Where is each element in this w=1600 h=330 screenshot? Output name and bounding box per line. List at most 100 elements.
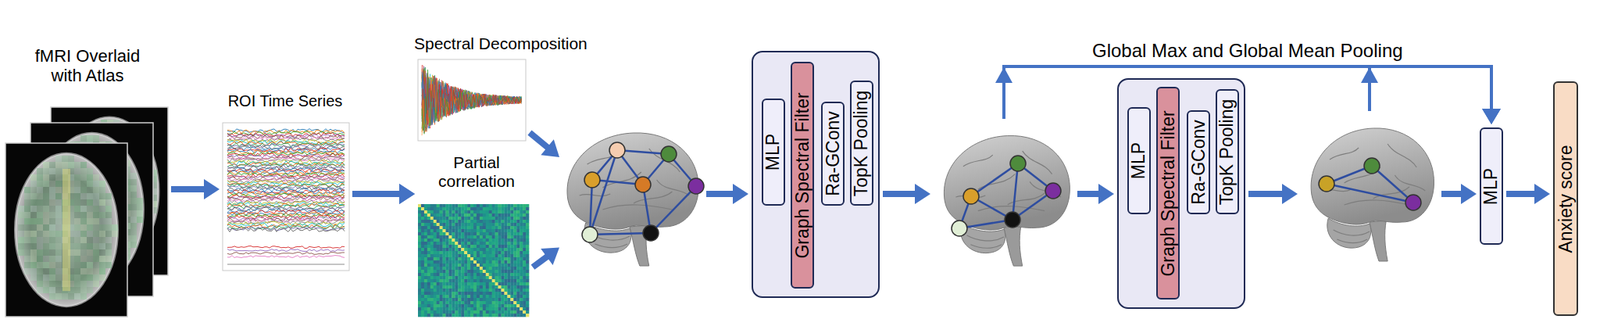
matrix-cell <box>513 219 517 223</box>
matrix-cell <box>516 232 520 236</box>
matrix-cell <box>510 253 514 258</box>
matrix-cell <box>442 222 447 226</box>
matrix-cell <box>485 232 490 236</box>
atlas-region <box>49 186 56 193</box>
matrix-cell <box>501 269 505 273</box>
atlas-region <box>92 135 100 142</box>
atlas-region <box>42 261 50 268</box>
matrix-cell <box>501 210 505 214</box>
atlas-region <box>130 203 137 211</box>
atlas-region <box>67 155 75 162</box>
matrix-cell <box>522 263 526 267</box>
matrix-cell <box>448 247 452 251</box>
atlas-region <box>17 236 25 243</box>
atlas-region <box>42 249 50 256</box>
matrix-cell <box>503 253 508 258</box>
matrix-cell <box>417 241 422 245</box>
matrix-cell <box>442 266 447 270</box>
atlas-region <box>36 274 43 281</box>
matrix-cell <box>516 210 520 214</box>
atlas-region <box>80 236 87 243</box>
matrix-cell <box>460 250 465 254</box>
matrix-cell <box>442 225 447 229</box>
atlas-region <box>17 230 25 237</box>
matrix-cell <box>476 263 480 267</box>
atlas-region <box>111 230 118 237</box>
matrix-cell <box>424 210 428 214</box>
atlas-region <box>24 199 31 206</box>
matrix-cell <box>522 225 526 229</box>
atlas-region <box>80 199 87 206</box>
matrix-cell <box>421 282 425 286</box>
matrix-cell <box>476 266 480 270</box>
matrix-cell <box>446 207 450 211</box>
atlas-overlay <box>17 155 118 300</box>
atlas-region <box>36 230 43 237</box>
matrix-cell <box>417 232 422 236</box>
matrix-cell <box>454 219 458 223</box>
matrix-cell <box>510 282 514 286</box>
atlas-region <box>86 255 93 262</box>
matrix-cell <box>476 238 480 242</box>
atlas-region <box>42 267 50 275</box>
matrix-cell <box>513 235 517 239</box>
matrix-cell <box>479 222 483 226</box>
matrix-cell <box>439 288 443 292</box>
matrix-cell <box>433 288 437 292</box>
matrix-cell <box>421 291 425 295</box>
matrix-cell <box>460 278 465 283</box>
plot-frame <box>222 122 350 271</box>
matrix-cell <box>451 257 455 261</box>
matrix-cell <box>464 285 468 289</box>
matrix-cell <box>436 241 440 245</box>
matrix-cell <box>510 213 514 217</box>
matrix-cell <box>454 235 458 239</box>
matrix-cell <box>525 210 529 214</box>
matrix-cell <box>498 216 502 220</box>
matrix-cell <box>525 253 529 258</box>
matrix-cell <box>454 216 458 220</box>
atlas-region <box>42 286 50 293</box>
spectrum-line <box>421 70 522 133</box>
atlas-region <box>136 197 143 204</box>
matrix-cell <box>451 241 455 245</box>
atlas-region <box>99 192 106 200</box>
atlas-region <box>42 180 50 187</box>
matrix-cell <box>482 266 486 270</box>
matrix-cell <box>507 278 511 283</box>
matrix-cell <box>473 250 477 254</box>
atlas-region <box>92 267 100 275</box>
atlas-region <box>49 261 56 268</box>
matrix-cell <box>439 228 443 233</box>
spectrum-line <box>421 65 522 131</box>
atlas-region <box>74 174 81 181</box>
matrix-cell <box>424 241 428 245</box>
matrix-cell <box>446 232 450 236</box>
matrix-cell <box>482 285 486 289</box>
matrix-cell <box>433 272 437 276</box>
matrix-cell <box>448 210 452 214</box>
matrix-cell <box>417 282 422 286</box>
matrix-cell <box>482 225 486 229</box>
matrix-cell <box>430 272 434 276</box>
matrix-cell <box>467 241 471 245</box>
matrix-cell <box>451 263 455 267</box>
matrix-cell <box>495 272 499 276</box>
matrix-cell <box>507 210 511 214</box>
matrix-cell <box>464 203 468 208</box>
atlas-region <box>105 230 112 237</box>
matrix-cell <box>492 228 496 233</box>
matrix-cell <box>442 282 447 286</box>
matrix-cell <box>495 288 499 292</box>
atlas-region <box>55 192 62 200</box>
matrix-cell <box>460 228 465 233</box>
matrix-cell <box>503 250 508 254</box>
matrix-cell <box>519 266 523 270</box>
matrix-cell <box>476 235 480 239</box>
atlas-region <box>24 249 31 256</box>
matrix-cell <box>454 272 458 276</box>
matrix-cell <box>519 282 523 286</box>
atlas-region <box>36 217 43 225</box>
atlas-region <box>55 224 62 231</box>
matrix-cell <box>485 235 490 239</box>
